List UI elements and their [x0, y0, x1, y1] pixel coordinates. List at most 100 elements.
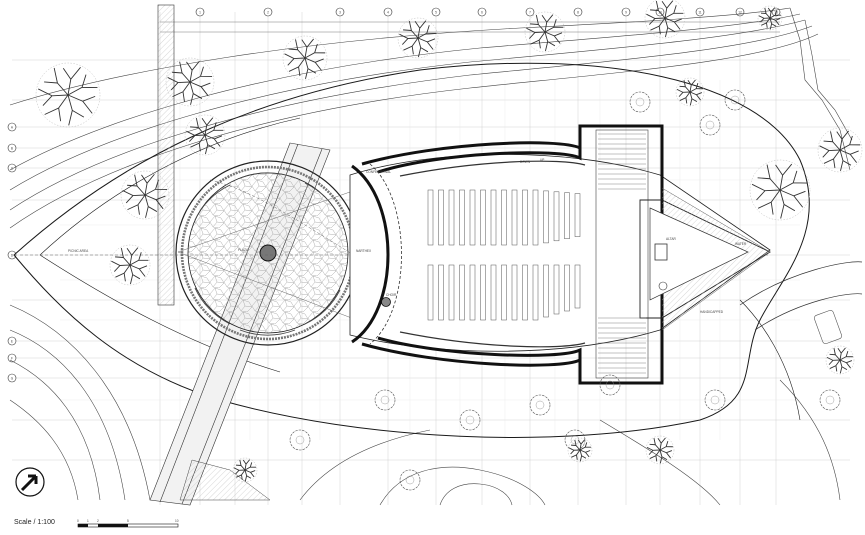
pew — [543, 190, 549, 244]
shrub-icon — [699, 114, 721, 136]
pew — [480, 264, 486, 321]
column-marker: 4 — [383, 7, 393, 17]
tree-icon — [757, 5, 783, 31]
pew — [490, 264, 497, 321]
pew — [427, 189, 434, 246]
shrub-icon — [599, 374, 621, 396]
pew — [511, 264, 518, 321]
shrub-icon — [459, 409, 481, 431]
pew — [574, 193, 581, 237]
pew — [459, 189, 465, 246]
pew — [448, 189, 455, 246]
pews — [427, 189, 581, 321]
svg-text:4: 4 — [387, 10, 389, 14]
altar-label: ALTAR — [666, 237, 676, 241]
shrub-icon — [819, 389, 841, 411]
tree-icon — [165, 57, 215, 107]
trees — [35, 0, 863, 483]
lower-pavement — [179, 459, 271, 501]
tree-icon — [644, 0, 686, 39]
grid-row-markers: A B C D E F G — [7, 122, 17, 383]
pew — [427, 264, 434, 321]
pew — [522, 189, 528, 246]
vertical-walkway — [157, 4, 175, 306]
scale-tick-0: 0 — [77, 519, 79, 523]
scale-tick-1: 1 — [87, 519, 89, 523]
pew — [553, 191, 560, 242]
row-marker: G — [7, 373, 17, 383]
svg-text:12: 12 — [738, 10, 742, 14]
row-marker: B — [7, 143, 17, 153]
pew — [501, 264, 507, 321]
plaza-label: PLAZA — [238, 248, 249, 252]
pew — [564, 192, 570, 239]
column-marker: 11 — [695, 7, 705, 17]
pew — [438, 189, 444, 246]
pew — [532, 264, 539, 321]
tree-icon — [567, 437, 593, 463]
pew — [532, 189, 539, 246]
church-building — [349, 124, 771, 385]
top-dimension-line — [160, 21, 780, 33]
tree-icon — [184, 114, 226, 156]
svg-text:3: 3 — [339, 10, 341, 14]
column-marker: 8 — [573, 7, 583, 17]
water-label: WATER — [735, 242, 747, 246]
pew — [574, 264, 581, 309]
pew — [564, 264, 570, 312]
row-marker: D — [7, 250, 17, 260]
column-marker: 5 — [431, 7, 441, 17]
shrub-icon — [629, 91, 651, 113]
pew — [459, 264, 465, 321]
svg-text:A: A — [11, 125, 14, 129]
tree-icon — [817, 127, 863, 173]
scale-bar: 0 1 2 5 10 — [77, 519, 179, 528]
pew — [522, 264, 528, 321]
svg-text:7: 7 — [529, 10, 531, 14]
column-marker: 12 — [735, 7, 745, 17]
column-marker: 2 — [263, 7, 273, 17]
shrub-icon — [704, 389, 726, 411]
scale-label: Scale / 1:100 — [14, 519, 55, 526]
narthex-label: NARTHEX — [356, 249, 372, 253]
svg-text:G: G — [11, 376, 14, 380]
tree-icon — [232, 457, 258, 483]
pew — [438, 264, 444, 321]
shrub-icon — [529, 394, 551, 416]
pew — [501, 189, 507, 246]
pew — [543, 264, 549, 318]
shrubs — [289, 89, 841, 491]
plan-labels: PICNIC AREA PLAZA NARTHEX ALTAR WATER HA… — [68, 158, 747, 314]
tree-icon — [282, 35, 328, 81]
svg-text:C: C — [11, 166, 14, 170]
column-marker: 3 — [335, 7, 345, 17]
svg-text:8: 8 — [577, 10, 579, 14]
row-marker: E — [7, 336, 17, 346]
shrub-icon — [724, 89, 746, 111]
column-marker: 9 — [621, 7, 631, 17]
shrub-icon — [399, 469, 421, 491]
tree-icon — [825, 345, 855, 375]
tree-icon — [397, 17, 439, 59]
svg-text:F: F — [11, 356, 13, 360]
shrub-icon — [564, 429, 586, 451]
scale-tick-2: 2 — [97, 519, 99, 523]
pew — [448, 264, 455, 321]
row-marker: C — [7, 163, 17, 173]
svg-text:9: 9 — [625, 10, 627, 14]
svg-text:1: 1 — [199, 10, 201, 14]
svg-text:D: D — [11, 253, 14, 257]
tree-icon — [675, 77, 705, 107]
picnic-area-label: PICNIC AREA — [68, 249, 89, 253]
down-label: DOWN — [520, 160, 531, 164]
pew — [469, 189, 476, 246]
pew — [553, 264, 560, 315]
tree-icon — [645, 435, 675, 465]
scale-tick-10: 10 — [175, 519, 179, 523]
svg-text:5: 5 — [435, 10, 437, 14]
tree-icon — [749, 159, 811, 221]
pew — [480, 189, 486, 246]
shrub-icon — [374, 389, 396, 411]
